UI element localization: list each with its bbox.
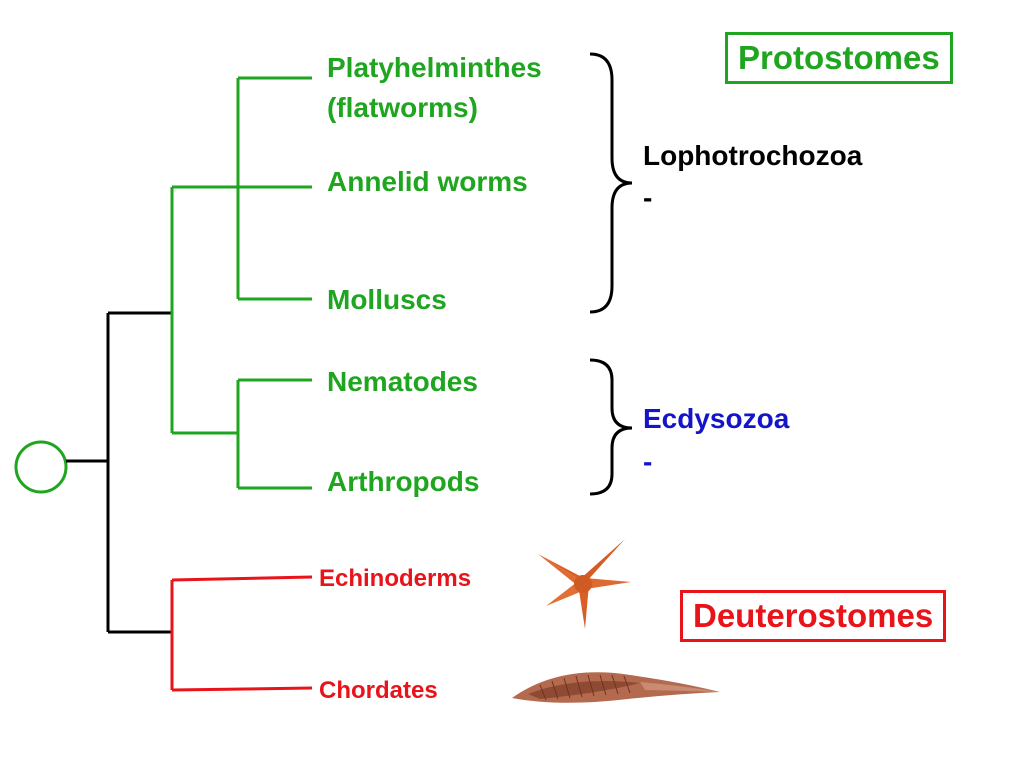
- root-node: [14, 440, 68, 494]
- deuterostome-branches: [170, 575, 313, 692]
- starfish-image: [538, 539, 631, 629]
- lophotrochozoa-brace: [589, 52, 633, 314]
- label-molluscs: Molluscs: [327, 284, 447, 315]
- protostomes-box: Protostomes: [725, 32, 953, 84]
- protostome-branches: [170, 76, 312, 490]
- label-lophotrochozoa: Lophotrochozoa: [643, 140, 863, 171]
- label-flatworms: (flatworms): [327, 92, 478, 123]
- label-annelids: Annelid worms: [327, 166, 528, 197]
- label-arthropods: Arthropods: [327, 466, 480, 497]
- label-ecdysozoa-mark: -: [643, 446, 653, 477]
- label-ecdysozoa: Ecdysozoa: [643, 403, 790, 434]
- chordate-image: [512, 672, 720, 703]
- ecdysozoa-brace: [589, 358, 633, 496]
- label-chordates: Chordates: [319, 677, 438, 704]
- label-lophotrochozoa-mark: -: [643, 182, 653, 213]
- label-echinoderms: Echinoderms: [319, 565, 472, 592]
- root-branches: [66, 311, 172, 634]
- deuterostomes-box: Deuterostomes: [680, 590, 947, 642]
- label-platyhelminthes: Platyhelminthes: [327, 52, 542, 83]
- label-nematodes: Nematodes: [327, 366, 478, 397]
